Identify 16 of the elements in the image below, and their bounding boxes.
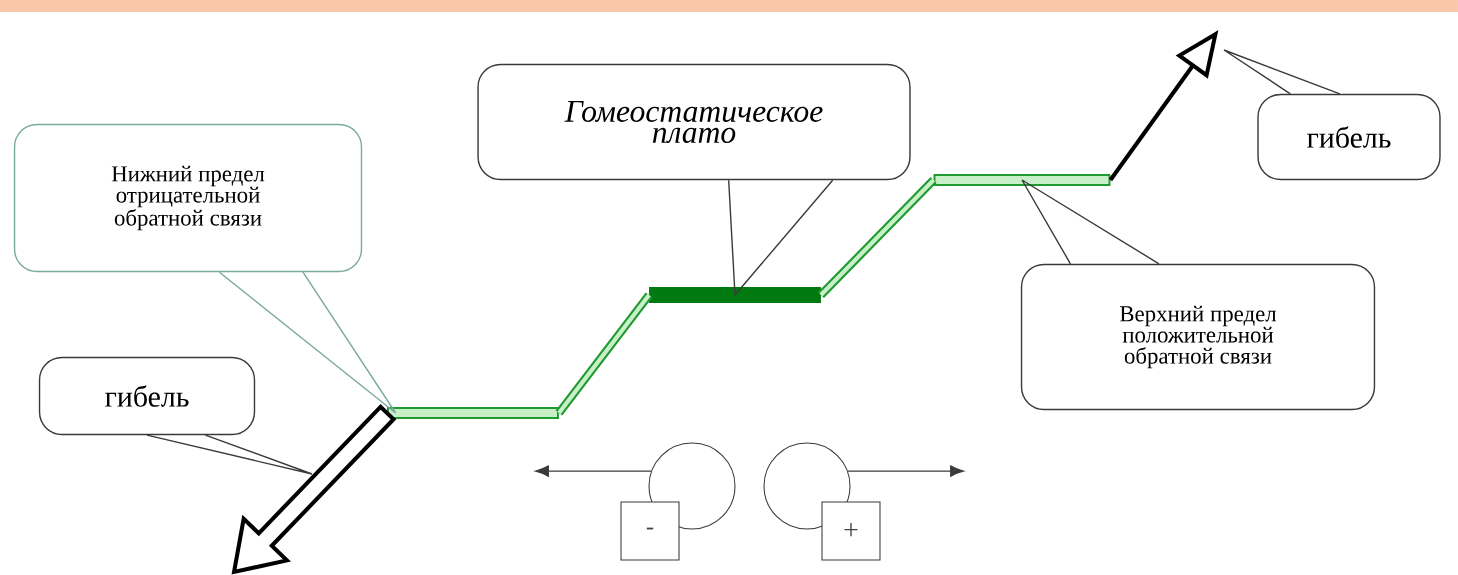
leader-line — [146, 434, 313, 475]
leader-line — [727, 179, 834, 296]
sign-box: - — [620, 501, 680, 561]
sign-box: + — [821, 501, 881, 561]
leader-line — [1021, 179, 1160, 265]
callout-box: Гомеостатическое плато — [477, 63, 911, 181]
arrow — [535, 465, 652, 477]
graph-line — [555, 292, 653, 416]
callout-box: гибель — [1257, 93, 1441, 181]
graph-line — [817, 177, 937, 298]
leader-line — [218, 271, 397, 414]
callout-box: гибель — [38, 356, 256, 436]
callout-box: Верхний предел положительной обратной связи — [1020, 263, 1376, 411]
arrow — [847, 465, 964, 477]
leader-line — [1223, 49, 1341, 95]
callout-box: Нижний предел отрицательной обратной связи — [13, 123, 363, 273]
